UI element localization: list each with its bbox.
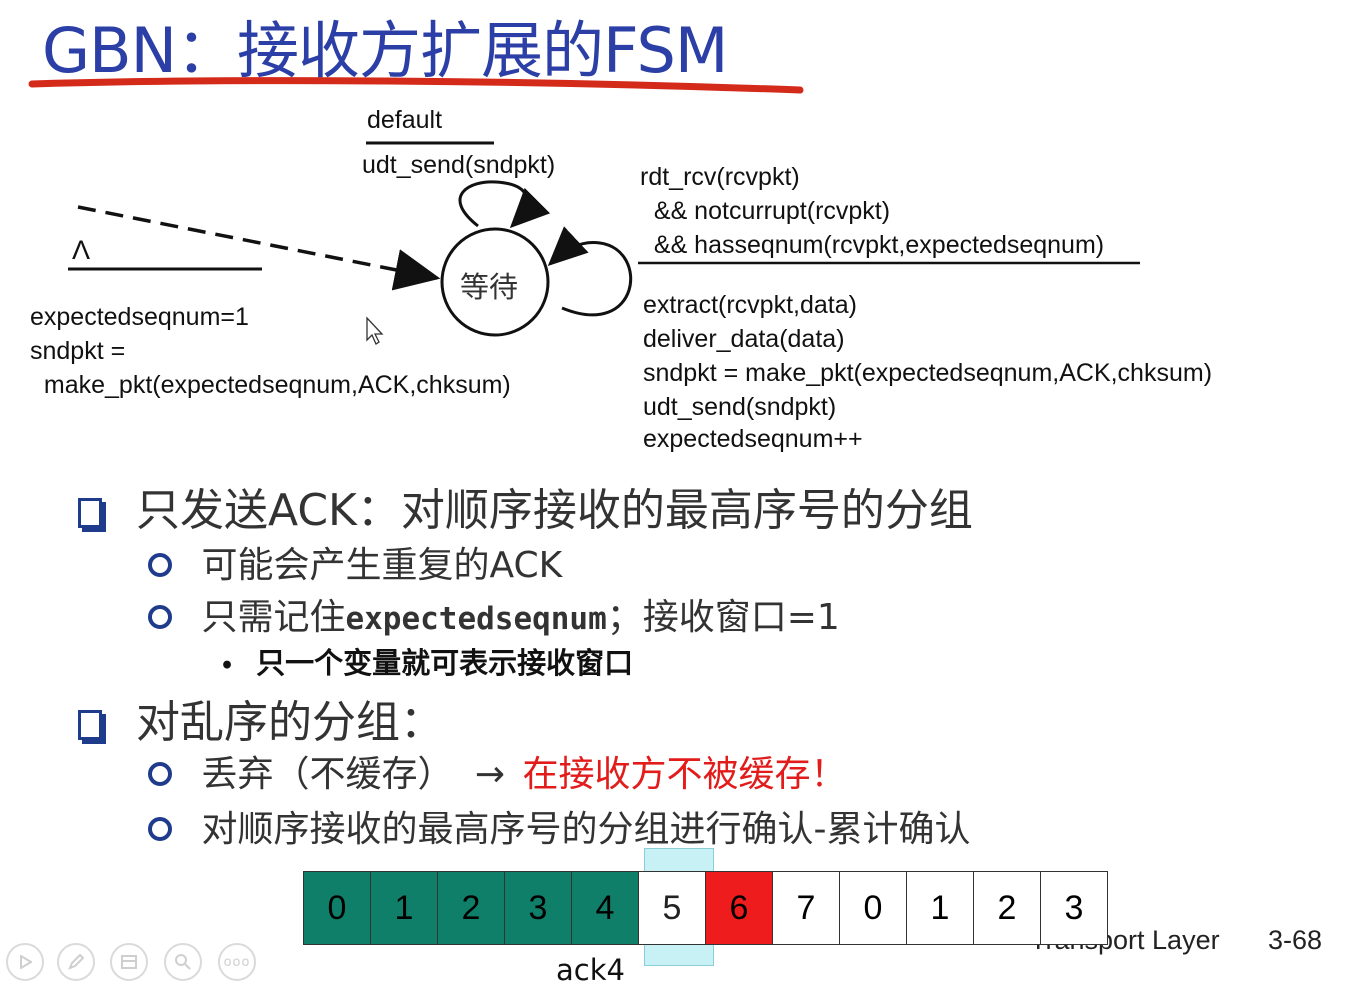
main-action-2: deliver_data(data) (643, 325, 845, 353)
main-action-5: expectedseqnum++ (643, 425, 863, 453)
title-underline (28, 77, 804, 94)
circle-bullet-icon (148, 605, 172, 629)
init-action-3: make_pkt(expectedseqnum,ACK,chksum) (30, 371, 511, 399)
init-event: Λ (72, 235, 91, 265)
sub-bullet-duplicate-ack-text: 可能会产生重复的ACK (201, 545, 563, 586)
state-circle (440, 227, 550, 337)
bullet-out-of-order-text: 对乱序的分组： (136, 697, 444, 748)
main-event-3: && hasseqnum(rcvpkt,expectedseqnum) (640, 231, 1105, 259)
mouse-cursor-icon (366, 316, 384, 345)
sub-bullet-duplicate-ack: 可能会产生重复的ACK (148, 536, 562, 588)
page-number: 3-68 (1268, 925, 1323, 955)
pen-icon[interactable] (57, 943, 95, 981)
seq-cell-8: 0 (839, 871, 907, 945)
bullet-ack-only: 只发送ACK：对顺序接收的最高序号的分组 (78, 474, 973, 538)
zoom-icon[interactable] (164, 943, 202, 981)
self-loop-right (547, 226, 633, 317)
slides-icon[interactable] (110, 943, 148, 981)
main-action-3: sndpkt = make_pkt(expectedseqnum,ACK,chk… (643, 359, 1213, 387)
circle-bullet-icon (148, 762, 172, 786)
slide-title: GBN：接收方扩展的FSM (42, 14, 728, 87)
seq-cell-2: 2 (437, 871, 505, 945)
sub-bullet-remember-pre: 只需记住 (201, 597, 346, 638)
sub-bullet-remember-post: ；接收窗口=1 (606, 597, 840, 638)
seq-cell-9: 1 (906, 871, 974, 945)
seq-cell-10: 2 (973, 871, 1041, 945)
square-bullet-icon (78, 710, 102, 740)
seq-cell-4: 4 (571, 871, 639, 945)
play-icon[interactable] (6, 943, 44, 981)
more-icon[interactable]: ooo (218, 943, 256, 981)
self-loop-top (458, 180, 551, 229)
seq-cell-0: 0 (303, 871, 371, 945)
ack-label: ack4 (556, 953, 625, 987)
square-bullet-icon (78, 498, 102, 528)
bullet-ack-only-text: 只发送ACK：对顺序接收的最高序号的分组 (136, 485, 973, 536)
seq-cell-6: 6 (705, 871, 773, 945)
main-event-2: && notcurrupt(rcvpkt) (640, 197, 891, 225)
sub-bullet-cumulative-ack-text: 对顺序接收的最高序号的分组进行确认-累计确认 (201, 809, 971, 850)
seq-cell-11: 3 (1040, 871, 1108, 945)
init-action-1: expectedseqnum=1 (30, 303, 249, 331)
seq-cell-7: 7 (772, 871, 840, 945)
main-event-1: rdt_rcv(rcvpkt) (640, 163, 800, 191)
dot-bullet-icon: • (220, 653, 235, 679)
sub-bullet-remember: 只需记住expectedseqnum；接收窗口=1 (148, 588, 840, 640)
sub-sub-bullet-one-variable-text: 只一个变量就可表示接收窗口 (256, 646, 634, 680)
seq-cell-5: 5 (638, 871, 706, 945)
seq-cell-3: 3 (504, 871, 572, 945)
main-action-4: udt_send(sndpkt) (643, 393, 837, 421)
circle-bullet-icon (148, 553, 172, 577)
self-loop-action: udt_send(sndpkt) (362, 151, 556, 179)
sub-bullet-cumulative-ack: 对顺序接收的最高序号的分组进行确认-累计确认 (148, 800, 970, 852)
seq-cell-1: 1 (370, 871, 438, 945)
init-action-2: sndpkt = (30, 337, 126, 365)
sub-bullet-discard-text: 丢弃（不缓存） (201, 754, 454, 795)
expectedseqnum-code: expectedseqnum (345, 601, 607, 637)
fsm-diagram (68, 141, 1140, 345)
not-buffered-text: 在接收方不被缓存！ (522, 754, 847, 795)
sub-sub-bullet-one-variable: • 只一个变量就可表示接收窗口 (220, 640, 633, 682)
self-loop-event: default (367, 106, 443, 134)
right-arrow-icon: → (474, 754, 506, 795)
state-label: 等待 (460, 270, 519, 304)
main-action-1: extract(rcvpkt,data) (643, 291, 857, 319)
sub-bullet-discard: 丢弃（不缓存） → 在接收方不被缓存！ (148, 745, 847, 797)
initial-transition-arrow (77, 205, 441, 291)
circle-bullet-icon (148, 817, 172, 841)
bullet-out-of-order: 对乱序的分组： (78, 686, 444, 750)
